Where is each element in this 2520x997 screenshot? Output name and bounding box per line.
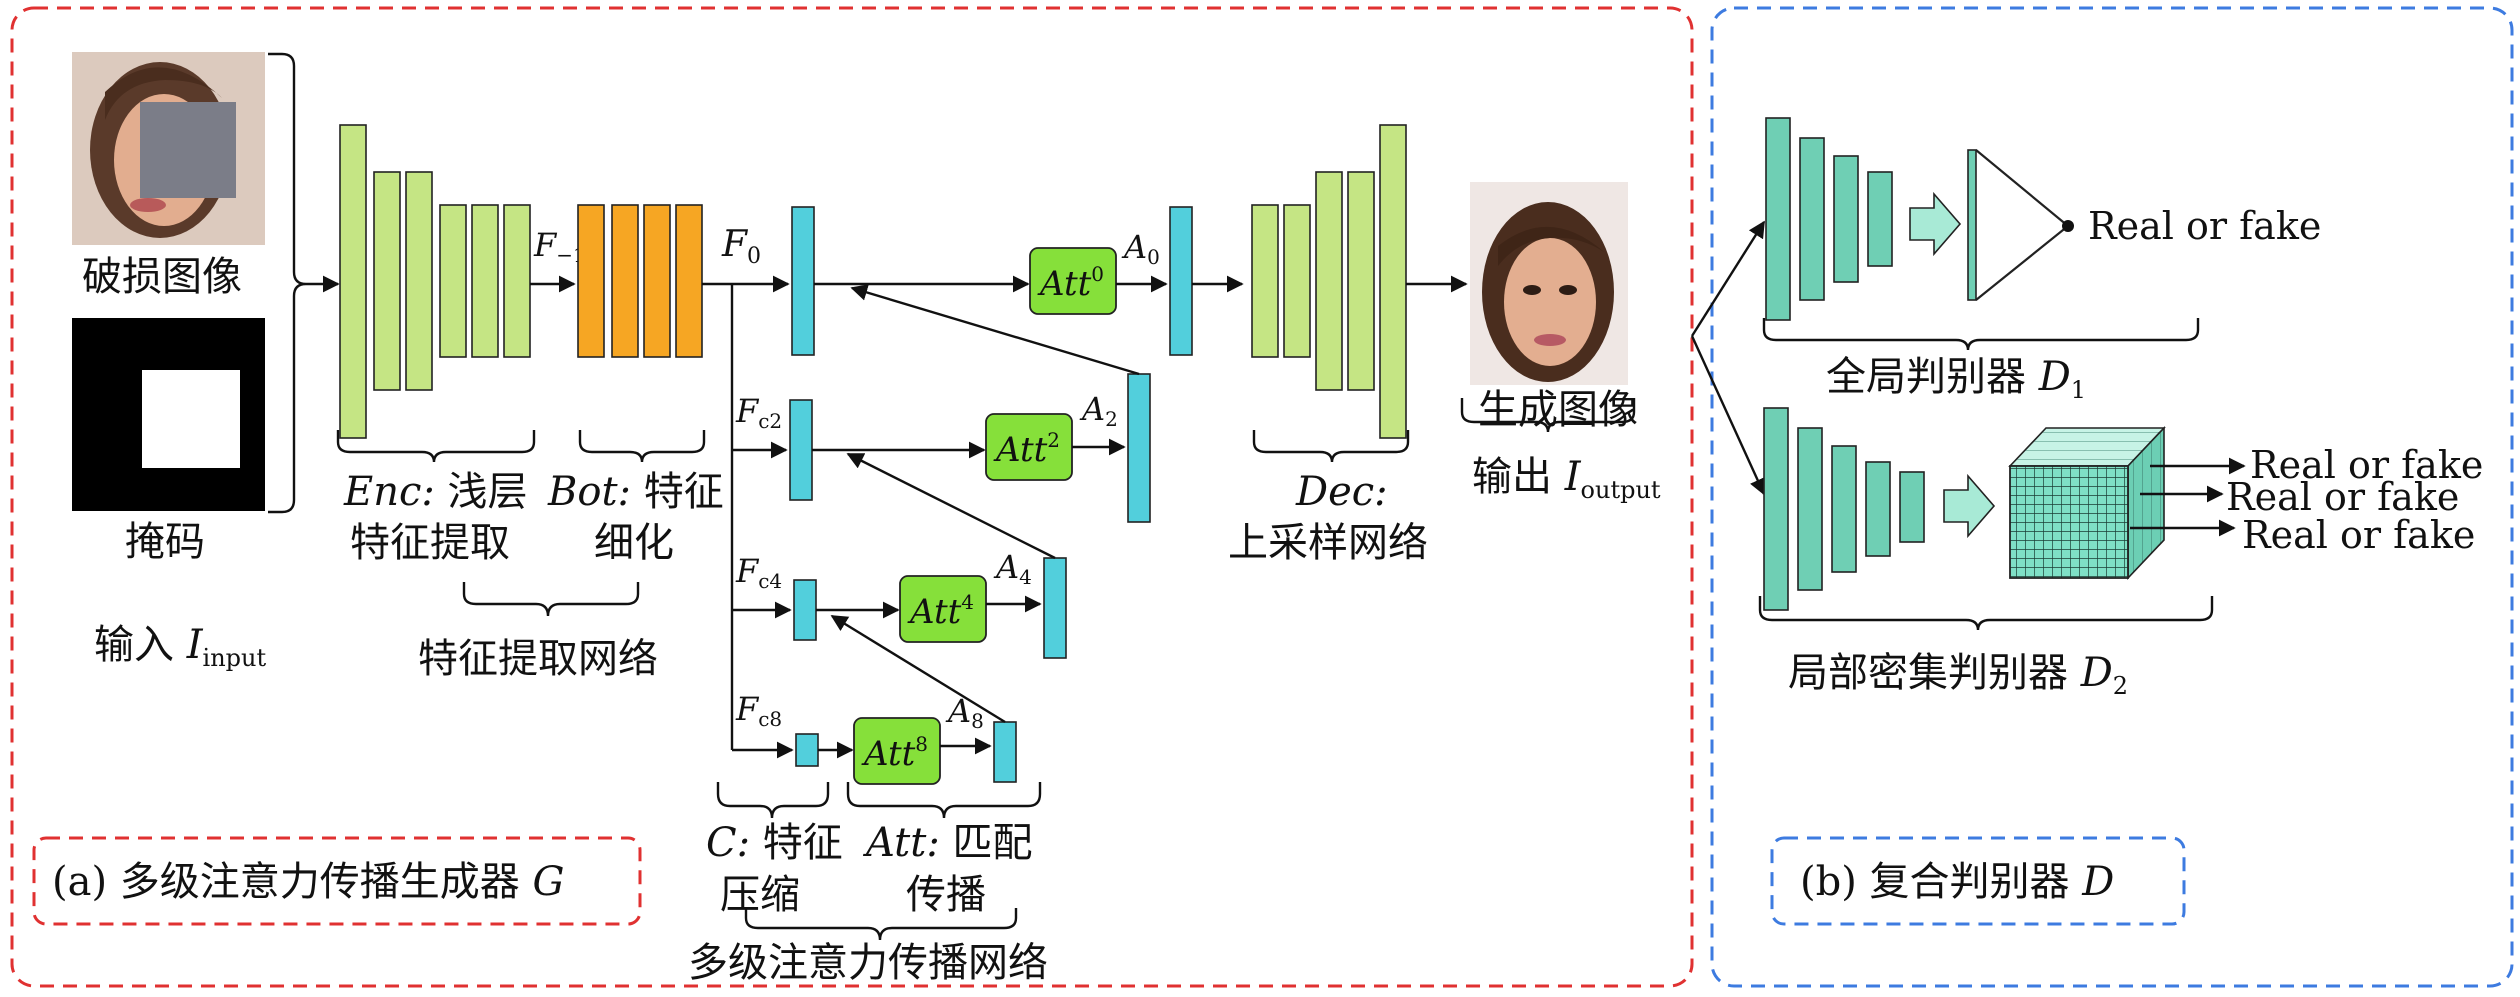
local-disc-blocks xyxy=(1763,407,1925,611)
generator-caption: (a) 多级注意力传播生成器 G xyxy=(52,859,564,905)
dense-cube xyxy=(2008,425,2166,581)
discriminator-caption: (b) 复合判别器 D xyxy=(1800,859,2114,905)
c-block-2 xyxy=(789,399,813,501)
bottleneck-blocks xyxy=(577,204,703,358)
att0-label: Att0 xyxy=(1037,262,1104,304)
c-label: C: 特征 xyxy=(706,820,843,866)
fc8-label: Fc8 xyxy=(735,690,782,731)
feature-net-brace xyxy=(462,582,640,617)
local-result-3: Real or fake xyxy=(2242,513,2475,557)
global-fc-layer xyxy=(1967,149,1977,301)
a-block-8 xyxy=(993,721,1017,783)
a4-label: A4 xyxy=(993,548,1032,589)
global-result: Real or fake xyxy=(2088,204,2321,248)
local-label: 局部密集判别器 D2 xyxy=(1788,650,2128,700)
a8-to-l4-arrow xyxy=(830,614,1006,724)
generator-frame xyxy=(10,6,1694,988)
generator-caption-box xyxy=(32,836,642,926)
dec-label-2: 上采样网络 xyxy=(1228,520,1428,566)
encoder-blocks xyxy=(339,124,531,439)
fc2-label: Fc2 xyxy=(735,392,782,433)
generated-face-image xyxy=(1470,182,1628,385)
a2-to-l0-arrow xyxy=(850,284,1140,376)
local-result-2: Real or fake xyxy=(2226,475,2459,519)
att4-block xyxy=(899,575,987,643)
to-global-arrow xyxy=(1690,220,1766,337)
to-local-arrow xyxy=(1690,335,1766,496)
generated-label: 生成图像 xyxy=(1478,387,1638,433)
att2-label: Att2 xyxy=(993,428,1060,470)
c-block-0 xyxy=(791,206,815,356)
discriminator-frame xyxy=(1710,6,2514,988)
global-disc-blocks xyxy=(1765,117,1893,321)
local-flow-arrow xyxy=(1943,473,1996,539)
a-block-0 xyxy=(1169,206,1193,356)
mask-image xyxy=(72,318,265,511)
dec-brace xyxy=(1252,430,1410,463)
output-label: 输出 Ioutput xyxy=(1472,454,1661,504)
f0-label: F0 xyxy=(721,224,761,269)
a2-label: A2 xyxy=(1079,390,1118,431)
bot-brace xyxy=(578,430,706,463)
att8-block xyxy=(853,717,941,785)
c-block-8 xyxy=(795,733,819,767)
a-block-4 xyxy=(1043,557,1067,659)
decoder-blocks xyxy=(1251,124,1407,439)
a0-label: A0 xyxy=(1121,228,1160,269)
c-label-2: 压缩 xyxy=(720,872,800,918)
damaged-face-image xyxy=(72,52,265,245)
enc-brace xyxy=(336,430,536,463)
global-output-node xyxy=(2062,220,2074,232)
bot-label: Bot: 特征 xyxy=(547,469,724,515)
multi-net-brace xyxy=(744,908,1018,941)
feature-net-label: 特征提取网络 xyxy=(418,636,658,682)
mask-hole xyxy=(140,102,236,198)
att-label: Att: 匹配 xyxy=(862,820,1033,866)
mask-label: 掩码 xyxy=(125,519,205,565)
fc4-label: Fc4 xyxy=(735,552,782,593)
att0-block xyxy=(1029,247,1117,315)
input-brace xyxy=(268,52,307,514)
damaged-image-label: 破损图像 xyxy=(82,254,242,300)
att-brace xyxy=(846,782,1042,819)
global-funnel xyxy=(1975,149,2070,301)
input-label: 输入 Iinput xyxy=(94,622,266,672)
local-result-1: Real or fake xyxy=(2250,443,2483,487)
global-brace xyxy=(1762,318,2200,351)
bot-label-2: 细化 xyxy=(594,520,674,566)
c-brace xyxy=(716,782,830,819)
global-label: 全局判别器 D1 xyxy=(1826,354,2086,404)
a4-to-l2-arrow xyxy=(846,452,1056,560)
enc-label-2: 特征提取 xyxy=(350,520,510,566)
discriminator-caption-box xyxy=(1770,836,2186,926)
local-brace xyxy=(1758,596,2214,631)
c-block-4 xyxy=(793,579,817,641)
att-label-2: 传播 xyxy=(906,872,986,918)
output-brace xyxy=(1460,398,1636,433)
enc-label: Enc: 浅层 xyxy=(343,469,528,515)
global-flow-arrow xyxy=(1909,191,1962,257)
att4-label: Att4 xyxy=(907,590,974,632)
a-block-2 xyxy=(1127,373,1151,523)
att8-label: Att8 xyxy=(861,732,928,774)
multi-net-label: 多级注意力传播网络 xyxy=(688,940,1048,986)
dec-label: Dec: xyxy=(1295,469,1388,515)
